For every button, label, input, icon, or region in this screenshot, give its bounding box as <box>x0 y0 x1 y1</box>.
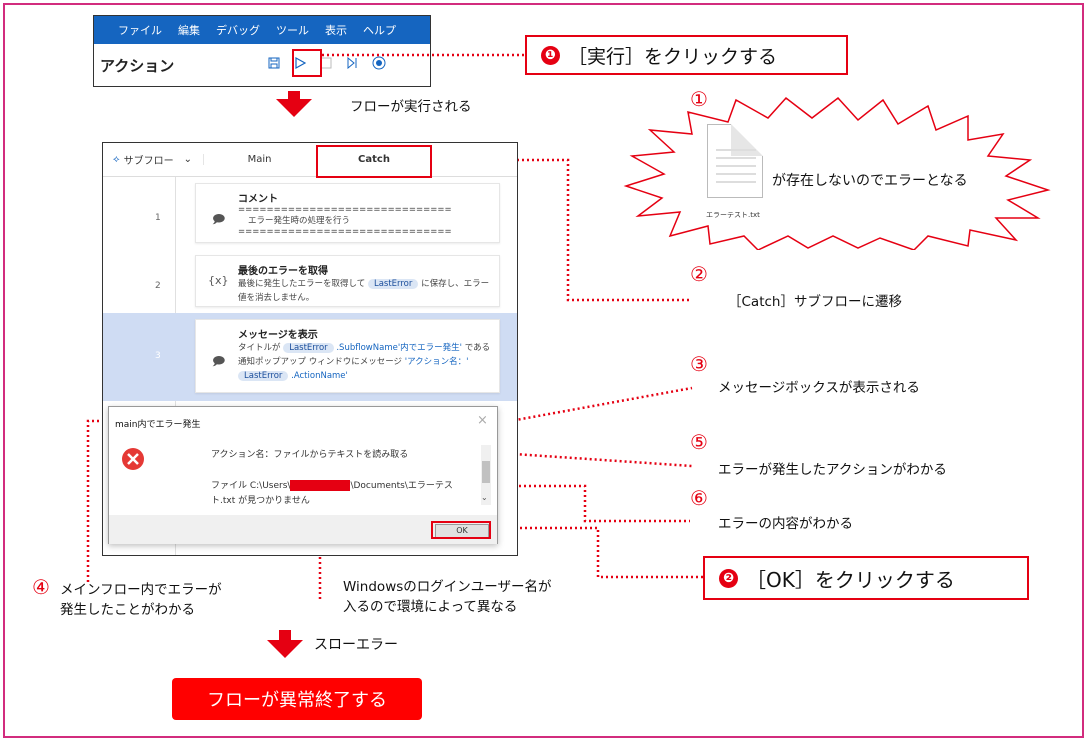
redacted-username <box>290 480 351 491</box>
marker-4: ④ <box>32 575 50 599</box>
run-icon[interactable] <box>294 56 307 73</box>
flow-arrow-stem <box>288 91 300 99</box>
flow-arrow-head <box>276 99 312 117</box>
message-icon: 🗩 <box>212 354 226 368</box>
marker-1: ① <box>690 87 708 111</box>
action-card-get-error[interactable]: {x} 最後のエラーを取得 最後に発生したエラーを取得して LastError … <box>195 255 500 307</box>
dialog-scrollbar[interactable] <box>481 445 491 505</box>
menu-tools[interactable]: ツール <box>276 24 309 37</box>
pad-window: ファイル 編集 デバッグ ツール 表示 ヘルプ アクション <box>93 15 431 87</box>
callout-run: ❶ ［実行］をクリックする <box>525 35 848 75</box>
action-card-comment[interactable]: 🗩 コメント ============================== エラ… <box>195 183 500 243</box>
variable-icon: {x} <box>208 274 229 287</box>
username-note-line1: Windowsのログインユーザー名が <box>343 579 552 595</box>
note-2-text: ［Catch］サブフローに遷移 <box>728 294 902 310</box>
callout-run-text: ［実行］をクリックする <box>568 45 778 68</box>
ok-highlight <box>431 521 491 539</box>
subflow-icon: ⟡ <box>113 154 120 165</box>
note-4-line1: メインフロー内でエラーが <box>60 582 222 598</box>
marker-3: ③ <box>690 352 708 376</box>
menu-help[interactable]: ヘルプ <box>363 24 396 37</box>
menu-view[interactable]: 表示 <box>325 24 347 37</box>
step-icon[interactable] <box>346 56 358 73</box>
menu-file[interactable]: ファイル <box>118 24 162 37</box>
flow-row-1[interactable]: 1 🗩 コメント ============================== … <box>103 177 517 249</box>
step-1-badge: ❶ <box>541 45 560 65</box>
error-icon <box>121 447 145 475</box>
note-6-text: エラーの内容がわかる <box>718 516 853 532</box>
dialog-action-line: アクション名：ファイルからテキストを読み取る <box>211 450 409 460</box>
error-arrow-head <box>267 640 303 658</box>
flow-row-2[interactable]: 2 {x} 最後のエラーを取得 最後に発生したエラーを取得して LastErro… <box>103 249 517 313</box>
note-4-line2: 発生したことがわかる <box>60 602 195 618</box>
file-label: エラーテスト.txt <box>706 211 760 219</box>
chevron-down-icon: ⌄ <box>183 154 193 165</box>
actions-title: アクション <box>100 56 175 75</box>
marker-5: ⑤ <box>690 430 708 454</box>
outer-frame <box>3 3 1084 738</box>
menu-edit[interactable]: 編集 <box>178 24 200 37</box>
tab-main[interactable]: Main <box>203 154 315 165</box>
step-2-badge: ❷ <box>719 568 738 588</box>
flow-row-3[interactable]: 3 🗩 メッセージを表示 タイトルが LastError .SubflowNam… <box>103 313 517 401</box>
close-icon[interactable]: × <box>477 413 488 428</box>
save-icon[interactable] <box>268 57 280 73</box>
scroll-down-icon[interactable]: ⌄ <box>481 493 488 502</box>
menu-debug[interactable]: デバッグ <box>216 24 260 37</box>
dialog-file-line: ファイル C:\Users\\Documents\エラーテス <box>211 480 453 491</box>
dialog-notfound-line: ト.txt が見つかりません <box>211 496 310 506</box>
note-1-text: が存在しないのでエラーとなる <box>772 173 968 189</box>
tab-catch[interactable]: Catch <box>358 154 390 165</box>
marker-2: ② <box>690 262 708 286</box>
callout-ok: ❷ ［OK］をクリックする <box>703 556 1029 600</box>
callout-ok-text: ［OK］をクリックする <box>746 567 955 592</box>
text-file-icon <box>707 124 763 198</box>
menu-bar: ファイル 編集 デバッグ ツール 表示 ヘルプ <box>94 16 430 44</box>
flow-runs-text: フローが実行される <box>350 99 472 115</box>
throw-error-label: スローエラー <box>314 637 398 653</box>
record-icon[interactable] <box>372 56 386 74</box>
comment-icon: 🗩 <box>212 212 226 226</box>
note-5-text: エラーが発生したアクションがわかる <box>718 462 947 478</box>
action-card-message[interactable]: 🗩 メッセージを表示 タイトルが LastError .SubflowName'… <box>195 319 500 393</box>
catch-tab-highlight <box>316 145 432 178</box>
dialog-title: main内でエラー発生 <box>115 420 201 430</box>
note-3-text: メッセージボックスが表示される <box>718 380 920 396</box>
abnormal-end-label: フローが異常終了する <box>172 678 422 720</box>
error-arrow-stem <box>279 630 291 640</box>
run-highlight <box>292 49 322 77</box>
username-note-line2: 入るので環境によって異なる <box>343 599 518 615</box>
subflow-dropdown[interactable]: ⟡ サブフロー ⌄ <box>113 154 193 167</box>
marker-6: ⑥ <box>690 486 708 510</box>
